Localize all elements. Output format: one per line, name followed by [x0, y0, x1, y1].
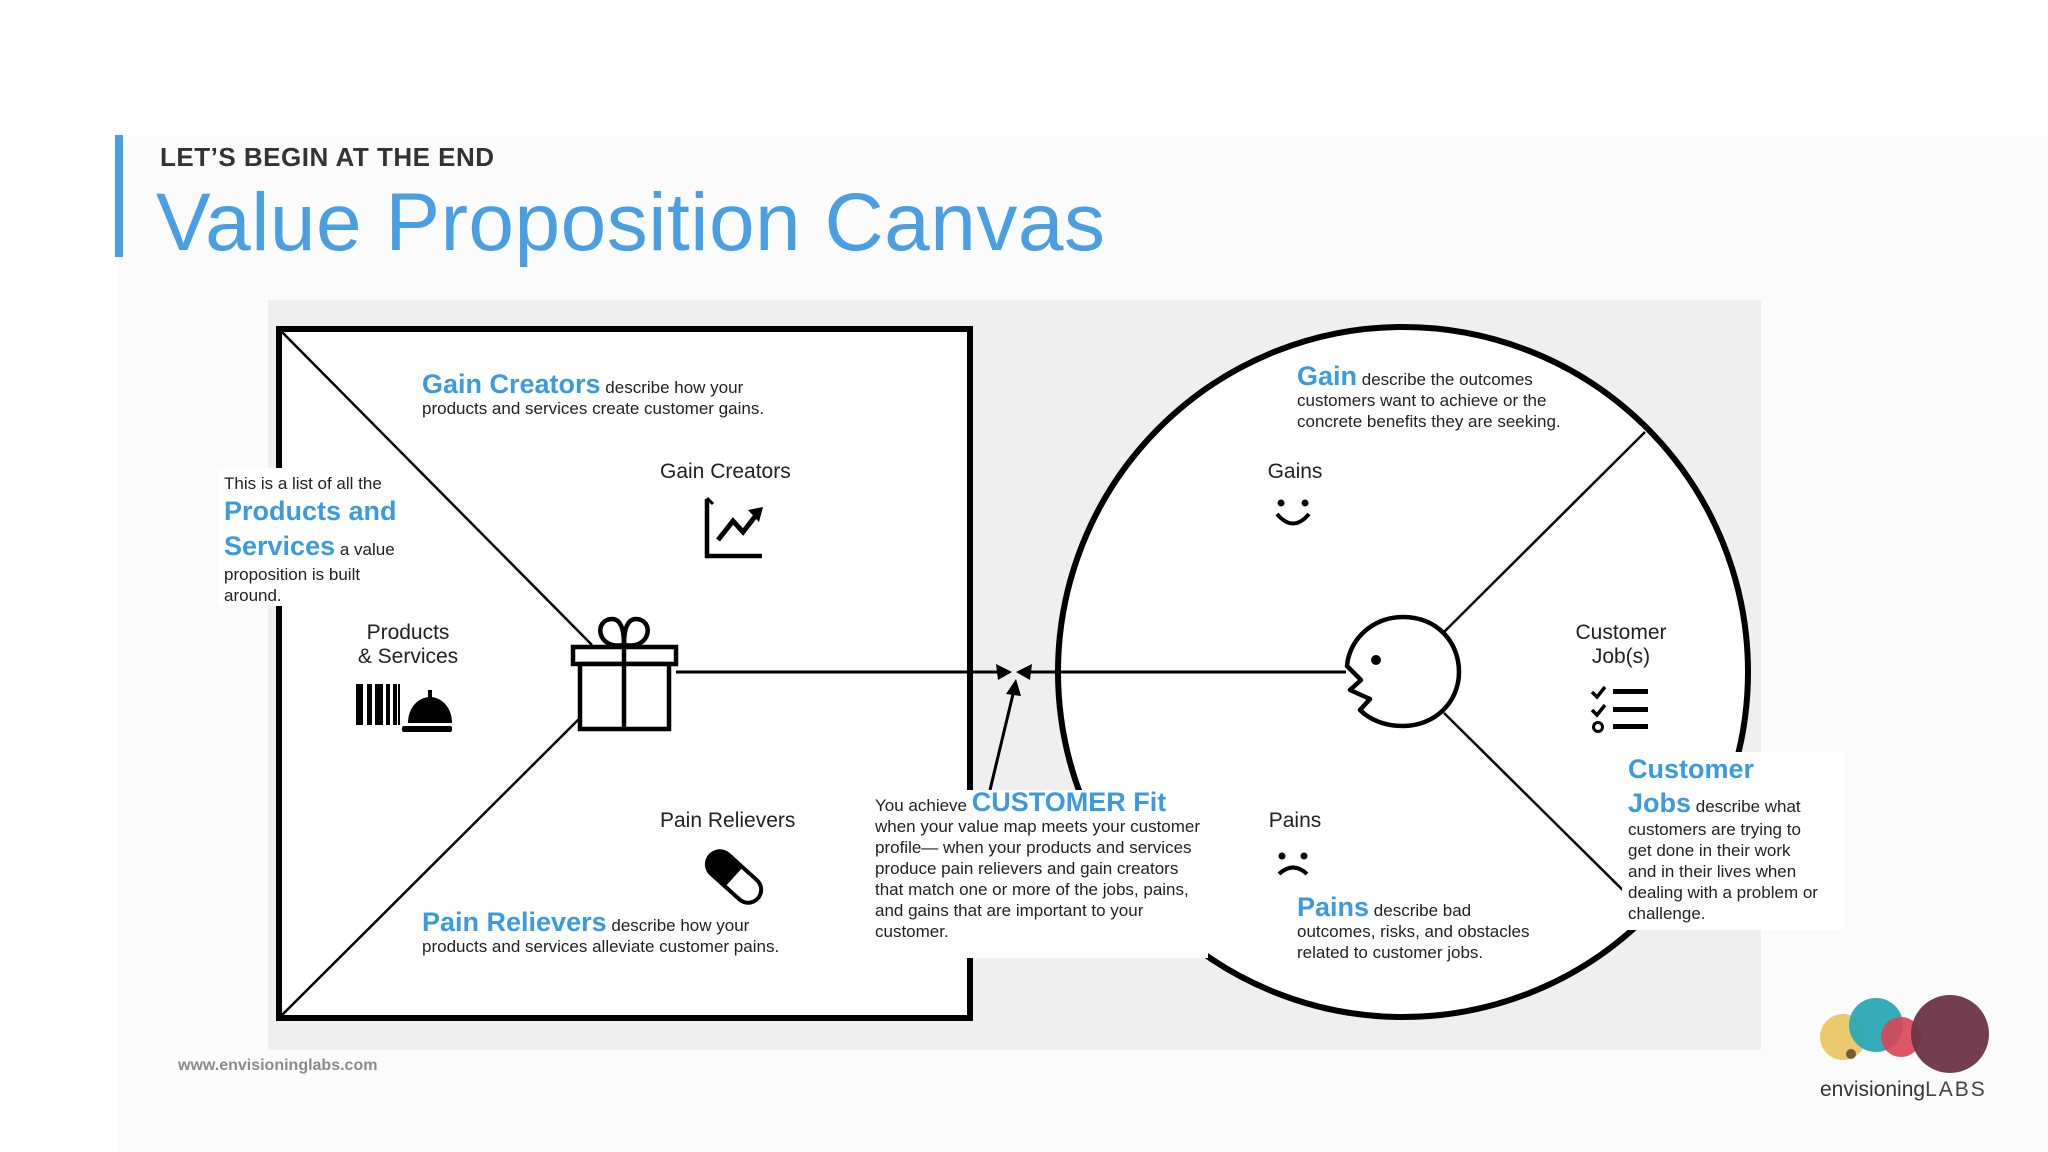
fit-note-prefix: You achieve: [875, 796, 968, 815]
fit-note-background: [868, 790, 1208, 958]
fit-note: You achieve CUSTOMER Fit when your value…: [875, 789, 1215, 942]
fit-note-line-1: when your value map meets your customer: [875, 817, 1201, 836]
pain-relievers-note: Pain Relievers describe how your product…: [422, 909, 882, 957]
fit-note-line-5: and gains that are important to your: [875, 901, 1144, 920]
products-note-heading-1: Products and: [224, 496, 397, 526]
gains-label: Gains: [1267, 460, 1323, 483]
fit-arrows: [676, 664, 1346, 791]
gain-note-heading: Gain: [1297, 361, 1358, 391]
fit-note-line-2: profile— when your products and services: [875, 838, 1192, 857]
gain-note: Gain describe the outcomes customers wan…: [1297, 363, 1617, 432]
fit-note-line-3: produce pain relievers and gain creators: [875, 859, 1179, 878]
gain-creators-text-2: products and services create customer ga…: [422, 399, 765, 418]
customer-jobs-note: Customer Jobs describe what customers ar…: [1628, 752, 1843, 924]
customer-jobs-text-1: describe what: [1695, 797, 1801, 816]
face-profile-icon: [1344, 614, 1462, 729]
customer-jobs-heading-1: Customer: [1628, 754, 1755, 784]
products-note-background: [218, 468, 408, 606]
slide-kicker: LET’S BEGIN AT THE END: [160, 142, 495, 172]
customer-jobs-line-3: and in their lives when: [1628, 862, 1797, 881]
products-note-prefix: This is a list of all the: [224, 474, 382, 493]
gain-note-text-3: concrete benefits they are seeking.: [1297, 412, 1561, 431]
products-label: Products & Services: [338, 621, 478, 669]
pain-relievers-text-2: products and services alleviate customer…: [422, 937, 780, 956]
pains-note-text-3: related to customer jobs.: [1297, 943, 1484, 962]
fit-note-heading: CUSTOMER Fit: [971, 787, 1167, 817]
service-bell-icon: [402, 690, 452, 732]
products-label-line-2: & Services: [357, 645, 459, 668]
logo-word-1: envisioning: [1820, 1078, 1926, 1101]
barcode-icon: [356, 684, 400, 725]
fit-note-line-4: that match one or more of the jobs, pain…: [875, 880, 1189, 899]
customer-jobs-line-4: dealing with a problem or: [1628, 883, 1818, 902]
pill-icon: [704, 849, 764, 905]
products-note-text-2: proposition is built: [224, 565, 361, 584]
pain-relievers-label: Pain Relievers: [660, 809, 796, 832]
gain-creators-heading: Gain Creators: [422, 369, 601, 399]
footer-url: www.envisioninglabs.com: [178, 1057, 378, 1074]
customer-jobs-label-line-2: Job(s): [1591, 645, 1651, 668]
frown-icon: [1277, 852, 1309, 876]
pains-note: Pains describe bad outcomes, risks, and …: [1297, 894, 1597, 963]
customer-jobs-label-line-1: Customer: [1575, 621, 1667, 644]
customer-jobs-line-2: get done in their work: [1628, 841, 1791, 860]
products-label-line-1: Products: [366, 621, 450, 644]
chart-up-icon: [704, 496, 763, 559]
smiley-icon: [1275, 499, 1311, 526]
products-note-heading-2: Services: [224, 531, 336, 561]
customer-jobs-heading-2: Jobs: [1628, 788, 1692, 818]
pains-note-heading: Pains: [1297, 892, 1370, 922]
gain-note-text-2: customers want to achieve or the: [1297, 391, 1547, 410]
pain-relievers-heading: Pain Relievers: [422, 907, 607, 937]
products-note: This is a list of all the Products and S…: [224, 473, 414, 606]
slide-title: Value Proposition Canvas: [156, 177, 1106, 268]
customer-jobs-line-5: challenge.: [1628, 904, 1706, 923]
gain-creators-label: Gain Creators: [660, 460, 791, 483]
products-note-text-1: a value: [339, 540, 395, 559]
gain-creators-text-1: describe how your: [605, 378, 744, 397]
pains-label: Pains: [1268, 809, 1322, 832]
gain-note-text-1: describe the outcomes: [1361, 370, 1533, 389]
gift-icon: [570, 616, 679, 732]
fit-note-line-6: customer.: [875, 922, 949, 941]
logo-wordmark: envisioningLABS: [1820, 1078, 1987, 1102]
gain-creators-note: Gain Creators describe how your products…: [422, 371, 842, 419]
jobs-note-background: [1622, 752, 1844, 930]
logo-word-2: LABS: [1925, 1078, 1987, 1101]
products-note-text-3: around.: [224, 586, 282, 605]
title-accent-bar: [115, 135, 123, 257]
customer-jobs-line-1: customers are trying to: [1628, 820, 1801, 839]
pains-note-text-1: describe bad: [1373, 901, 1472, 920]
customer-jobs-label: Customer Job(s): [1556, 621, 1686, 669]
pains-note-text-2: outcomes, risks, and obstacles: [1297, 922, 1530, 941]
checklist-icon: [1590, 685, 1648, 733]
pain-relievers-text-1: describe how your: [611, 916, 750, 935]
